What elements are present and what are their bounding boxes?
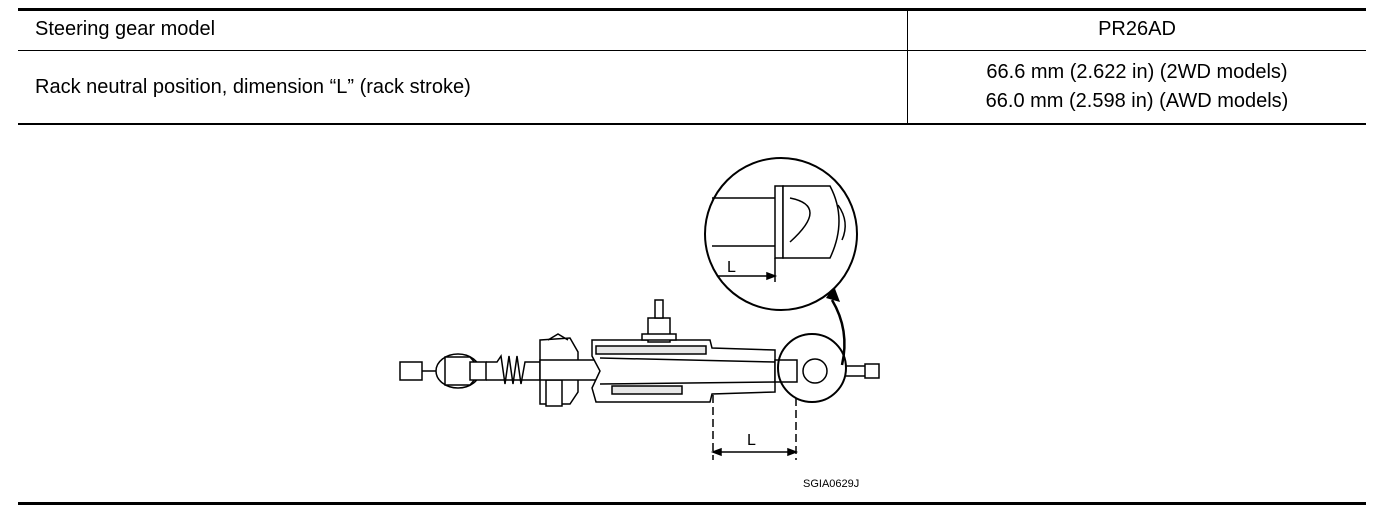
detail-dimension-L-label: L — [727, 259, 736, 276]
page-bottom-rule — [18, 502, 1366, 505]
value-line-2wd: 66.6 mm (2.622 in) (2WD models) — [986, 61, 1288, 83]
table-row-divider — [18, 50, 1366, 51]
row-value-rack-neutral: 66.6 mm (2.622 in) (2WD models) 66.0 mm … — [908, 58, 1366, 116]
table-bottom-rule — [18, 123, 1366, 125]
value-line-awd: 66.0 mm (2.598 in) (AWD models) — [985, 90, 1289, 112]
figure-code: SGIA0629J — [803, 478, 860, 490]
row-label-gear-model: Steering gear model — [35, 18, 216, 40]
detail-zoom-circle — [777, 333, 847, 403]
row-label-rack-neutral: Rack neutral position, dimension “L” (ra… — [35, 76, 471, 98]
left-tie-rod-end — [399, 361, 423, 381]
dimension-L-label: L — [747, 432, 756, 449]
table-top-rule — [18, 8, 1366, 11]
steering-gear-figure: L L — [399, 157, 880, 460]
row-value-gear-model: PR26AD — [1098, 18, 1176, 40]
detail-arrow — [830, 299, 846, 366]
table-column-divider — [907, 11, 908, 124]
